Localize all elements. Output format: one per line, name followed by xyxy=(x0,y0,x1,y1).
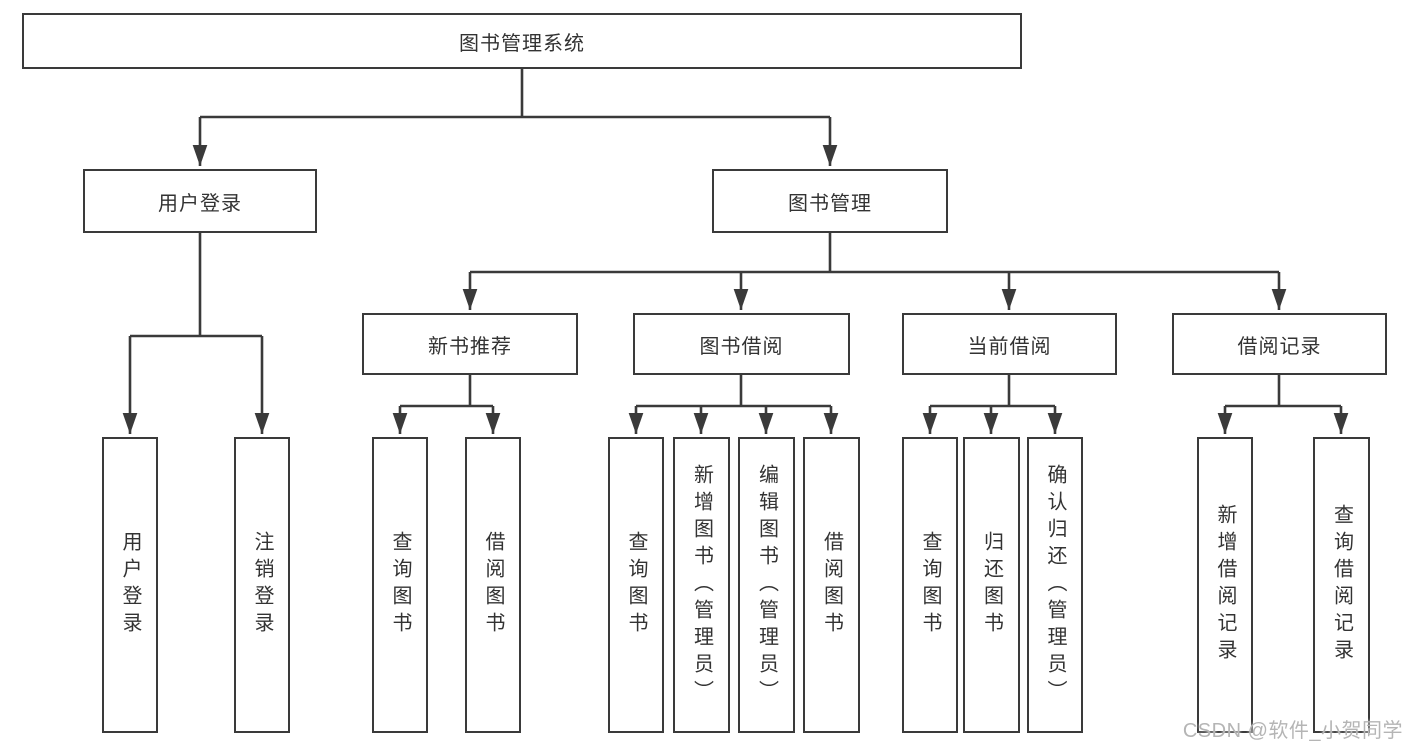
node-label: 查询图书 xyxy=(625,531,647,639)
node-user-login-leaf: 用户登录 xyxy=(102,437,158,733)
connector-book-borrowing-trunk xyxy=(636,375,831,408)
connector-new-book-trunk xyxy=(400,375,493,408)
node-borrow-books-borrowing: 借阅图书 xyxy=(803,437,860,733)
node-book-borrowing: 图书借阅 xyxy=(633,313,850,375)
node-label: 图书借阅 xyxy=(699,335,784,358)
node-user-login: 用户登录 xyxy=(83,169,317,233)
node-label: 注销登录 xyxy=(251,531,273,639)
node-label: 确认归还（管理员） xyxy=(1044,463,1066,707)
connector-current-borrowing-trunk xyxy=(930,375,1055,408)
node-label: 编辑图书（管理员） xyxy=(755,463,778,707)
node-add-borrow-record: 新增借阅记录 xyxy=(1197,437,1253,733)
node-label: 新增借阅记录 xyxy=(1214,504,1236,666)
node-edit-books-admin: 编辑图书（管理员） xyxy=(738,437,795,733)
node-new-book-recommend: 新书推荐 xyxy=(362,313,578,375)
node-label: 查询借阅记录 xyxy=(1330,504,1353,666)
node-borrow-books-recommend: 借阅图书 xyxy=(465,437,521,733)
node-label: 用户登录 xyxy=(158,192,242,215)
node-label: 查询图书 xyxy=(919,531,941,639)
connector-book-management-trunk xyxy=(470,233,1279,274)
node-query-books-current: 查询图书 xyxy=(902,437,958,733)
node-logout: 注销登录 xyxy=(234,437,290,733)
csdn-watermark: CSDN @软件_小贺同学 xyxy=(1182,720,1403,742)
node-query-books-recommend: 查询图书 xyxy=(372,437,428,733)
node-confirm-return-admin: 确认归还（管理员） xyxy=(1027,437,1083,733)
node-current-borrowing: 当前借阅 xyxy=(902,313,1117,375)
node-book-management: 图书管理 xyxy=(712,169,948,233)
node-label: 查询图书 xyxy=(389,531,411,639)
connector-root-trunk xyxy=(200,69,830,119)
node-label: 新增图书（管理员） xyxy=(690,463,713,707)
node-return-books: 归还图书 xyxy=(963,437,1020,733)
node-query-borrow-record: 查询借阅记录 xyxy=(1313,437,1370,733)
node-label: 当前借阅 xyxy=(967,335,1052,358)
node-label: 图书管理系统 xyxy=(459,32,585,55)
node-library-management-system: 图书管理系统 xyxy=(22,13,1022,69)
node-label: 借阅图书 xyxy=(820,531,843,639)
connector-borrow-records-trunk xyxy=(1225,375,1341,408)
node-label: 借阅图书 xyxy=(482,531,504,639)
node-query-books-borrowing: 查询图书 xyxy=(608,437,664,733)
node-label: 用户登录 xyxy=(119,531,141,639)
node-label: 借阅记录 xyxy=(1237,335,1322,358)
node-label: 图书管理 xyxy=(788,192,872,215)
node-borrow-records: 借阅记录 xyxy=(1172,313,1387,375)
node-add-books-admin: 新增图书（管理员） xyxy=(673,437,730,733)
node-label: 归还图书 xyxy=(980,531,1003,639)
node-label: 新书推荐 xyxy=(428,335,512,358)
connector-user-login-trunk xyxy=(130,233,262,338)
